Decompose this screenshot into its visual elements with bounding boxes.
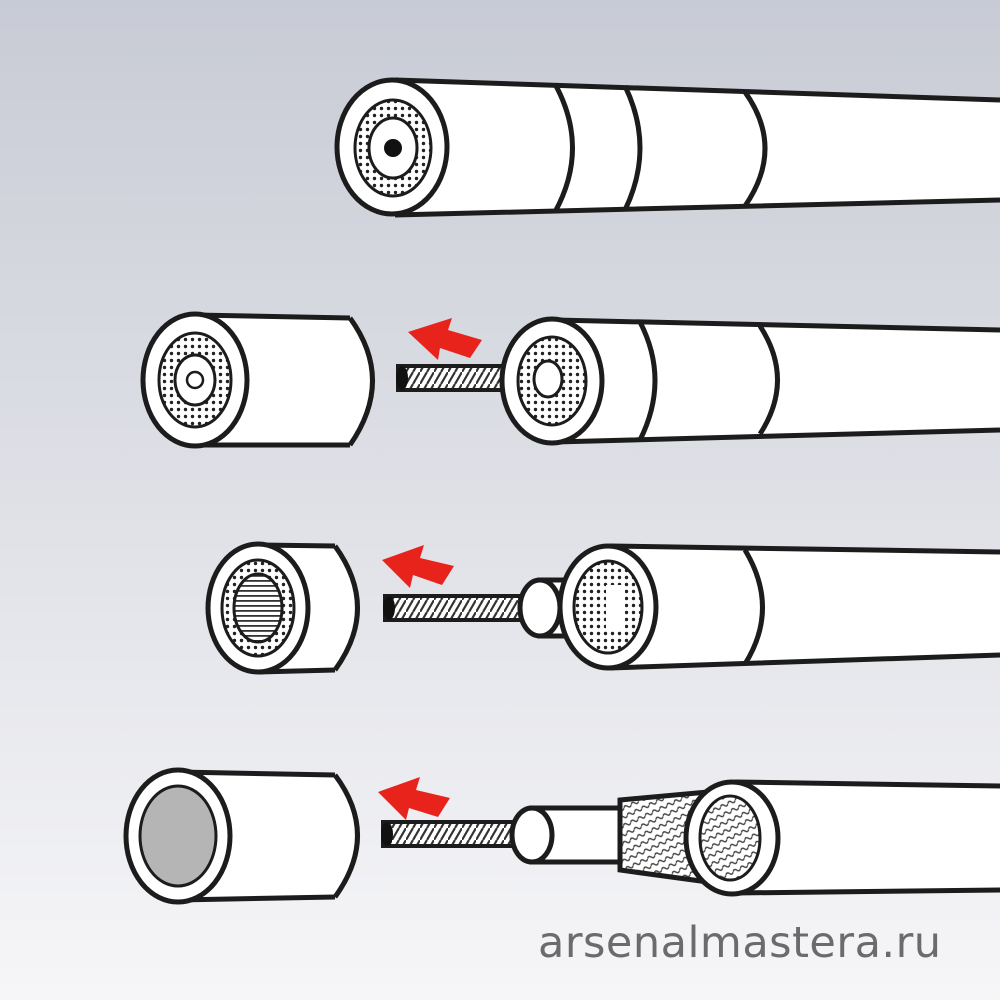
- pull-arrow-icon: [382, 545, 454, 588]
- pull-arrow-icon: [408, 318, 482, 360]
- strip-second-layer: [205, 541, 1000, 675]
- uncut-cable: [334, 77, 1000, 218]
- pull-arrow-icon: [378, 777, 450, 820]
- watermark-text: arsenalmastera.ru: [538, 918, 942, 968]
- strip-inner-insulation: [123, 767, 1000, 905]
- strip-outer-jacket: [140, 311, 1000, 449]
